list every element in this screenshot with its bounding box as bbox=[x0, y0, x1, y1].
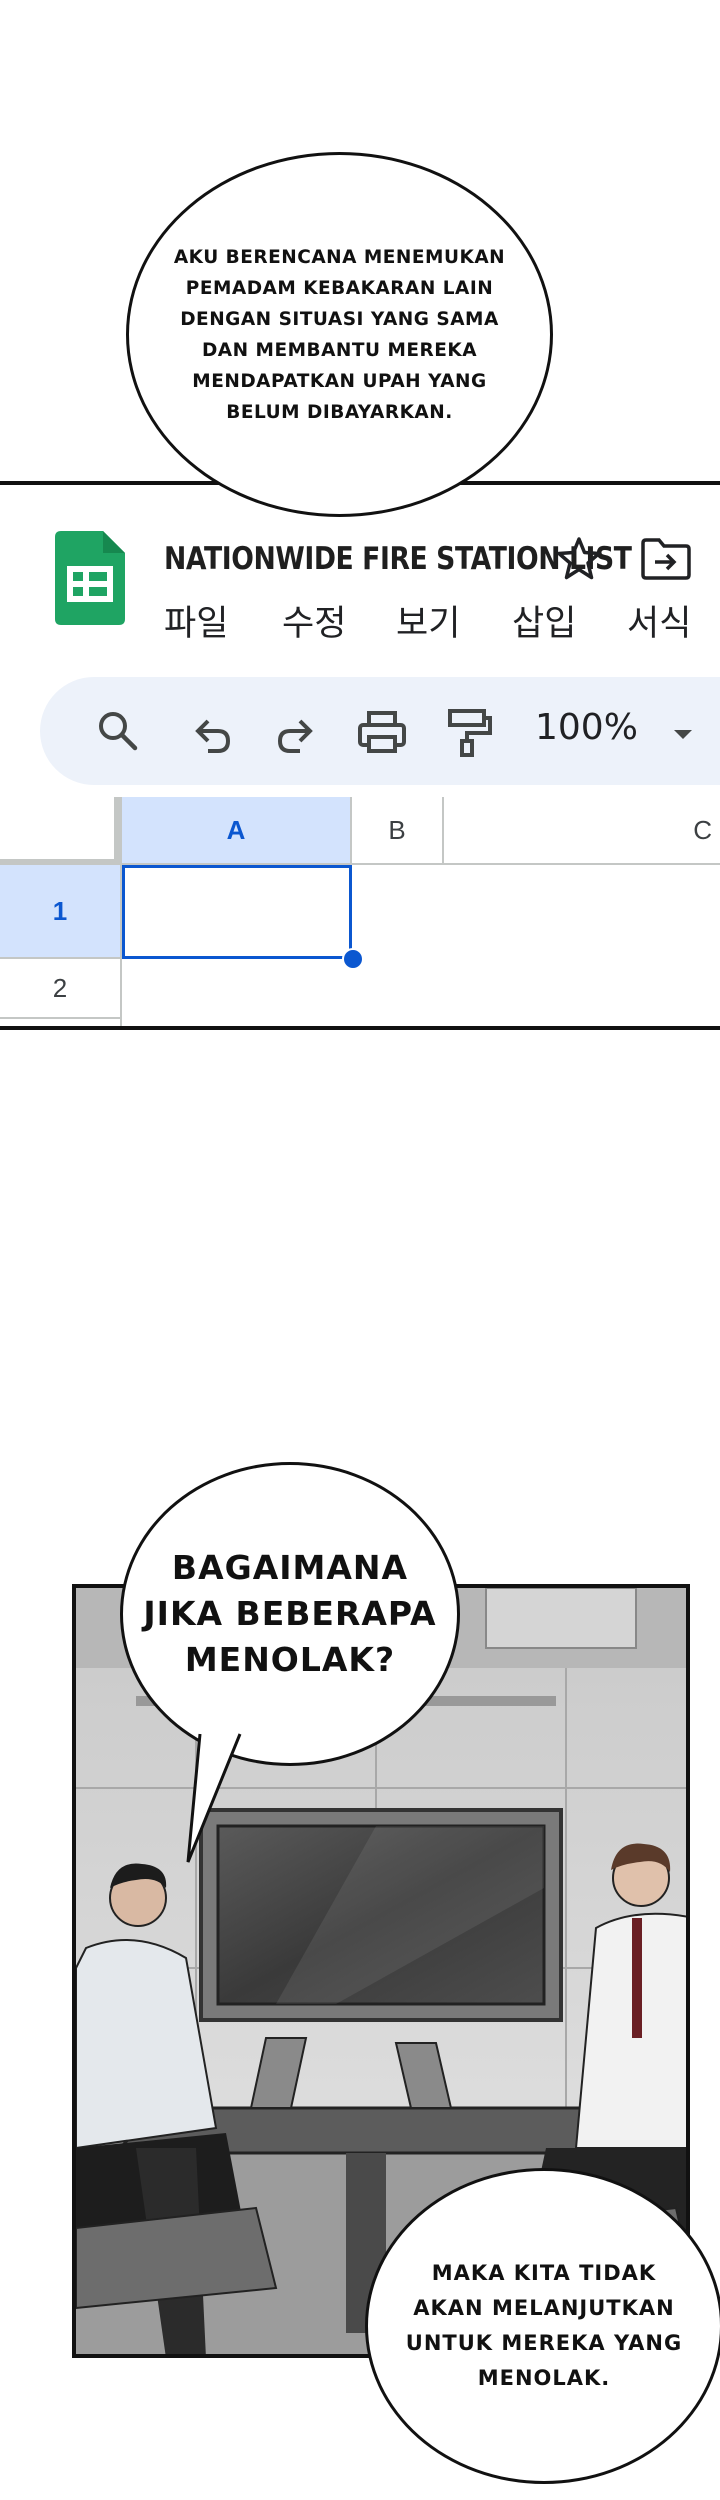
star-icon[interactable] bbox=[555, 535, 603, 583]
paint-format-icon[interactable] bbox=[442, 701, 494, 761]
print-icon[interactable] bbox=[356, 701, 408, 761]
redo-icon[interactable] bbox=[270, 701, 322, 761]
column-header-b[interactable]: B bbox=[352, 797, 444, 865]
speech-text-question: BAGAIMANA JIKA BEBERAPA MENOLAK? bbox=[143, 1548, 437, 1679]
spreadsheet-grid: A B C 1 2 bbox=[0, 797, 720, 1026]
sheets-logo-icon bbox=[55, 531, 125, 625]
menu-view[interactable]: 보기 bbox=[396, 604, 461, 644]
menu-insert[interactable]: 삽입 bbox=[512, 604, 577, 644]
zoom-level[interactable]: 100% bbox=[535, 707, 638, 748]
row-header-3[interactable] bbox=[0, 1019, 122, 1026]
speech-bubble-intro: AKU BERENCANA MENEMUKAN PEMADAM KEBAKARA… bbox=[126, 152, 553, 517]
move-folder-icon[interactable] bbox=[640, 537, 692, 581]
speech-bubble-question: BAGAIMANA JIKA BEBERAPA MENOLAK? bbox=[120, 1462, 460, 1766]
toolbar: 100% bbox=[40, 677, 720, 785]
chevron-down-icon[interactable] bbox=[668, 719, 698, 749]
select-all-corner[interactable] bbox=[0, 797, 122, 865]
column-header-a[interactable]: A bbox=[122, 797, 352, 865]
spreadsheet-panel: NATIONWIDE FIRE STATION LIST 파일 수정 보기 삽입… bbox=[0, 481, 720, 1030]
speech-bubble-answer: MAKA KITA TIDAK AKAN MELANJUTKAN UNTUK M… bbox=[365, 2168, 720, 2484]
menu-edit[interactable]: 수정 bbox=[282, 604, 347, 644]
search-icon[interactable] bbox=[92, 701, 144, 761]
menu-file[interactable]: 파일 bbox=[164, 604, 229, 644]
column-header-c[interactable]: C bbox=[444, 797, 720, 865]
speech-text-answer: MAKA KITA TIDAK AKAN MELANJUTKAN UNTUK M… bbox=[405, 2261, 683, 2390]
undo-icon[interactable] bbox=[186, 701, 238, 761]
selected-cell-a1[interactable] bbox=[122, 865, 352, 959]
speech-bubble-tail bbox=[186, 1730, 242, 1863]
speech-text-intro: AKU BERENCANA MENEMUKAN PEMADAM KEBAKARA… bbox=[173, 246, 506, 423]
row-header-2[interactable]: 2 bbox=[0, 959, 122, 1019]
menu-format[interactable]: 서식 bbox=[627, 604, 692, 644]
row-header-1[interactable]: 1 bbox=[0, 865, 122, 959]
document-title[interactable]: NATIONWIDE FIRE STATION LIST bbox=[164, 541, 632, 577]
fill-handle[interactable] bbox=[342, 948, 364, 970]
